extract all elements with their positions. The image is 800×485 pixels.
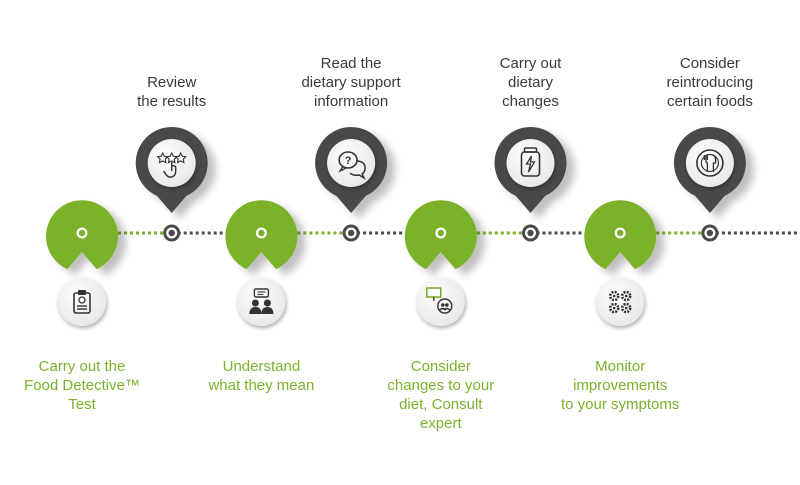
gears-icon [608,290,632,314]
step-2-label: Review the results [137,74,207,110]
step-5-icon-disc [416,278,465,326]
step-3-bubble [225,200,298,326]
timeline-bubbles: ? [46,126,746,326]
energy-jar-icon [520,147,541,177]
step-2-bubble [135,126,208,213]
step-4-bubble: ? [315,126,388,213]
step-8-node [701,224,719,242]
step-3-icon-disc [237,278,286,326]
step-7-node [611,224,629,242]
step-3-label: Understand what they mean [208,358,315,394]
step-1-node [73,224,91,242]
step-7-label: Monitor improvements to your symptoms [561,358,680,413]
step-6-label: Carry out dietary changes [499,55,562,110]
step-5-label: Consider changes to your diet, Consult e… [387,358,495,432]
step-6-bubble [494,126,567,213]
consultation-icon [249,288,274,314]
step-4-node [342,224,360,242]
plate-cutlery-icon [696,149,724,177]
clipboard-icon [73,290,91,314]
step-5-node [432,224,450,242]
step-1-bubble [46,200,119,326]
step-6-icon-disc [506,139,555,187]
step-2-node [163,224,181,242]
rating-tap-icon [156,151,187,178]
step-1-label: Carry out the Food Detective™ Test [24,358,140,413]
svg-text:?: ? [345,155,352,167]
question-chat-icon: ? [338,151,366,180]
step-7-bubble [584,200,657,326]
step-8-icon-disc [685,139,734,187]
timeline-nodes [73,224,719,242]
step-8-label: Consider reintroducing certain foods [666,55,754,110]
step-4-label: Read the dietary support information [301,55,401,110]
step-7-icon-disc [596,278,645,326]
step-8-bubble [673,126,746,213]
step-3-node [252,224,270,242]
presentation-expert-icon [425,287,453,314]
step-5-bubble [404,200,477,326]
step-6-node [522,224,539,242]
step-1-icon-disc [58,278,106,326]
